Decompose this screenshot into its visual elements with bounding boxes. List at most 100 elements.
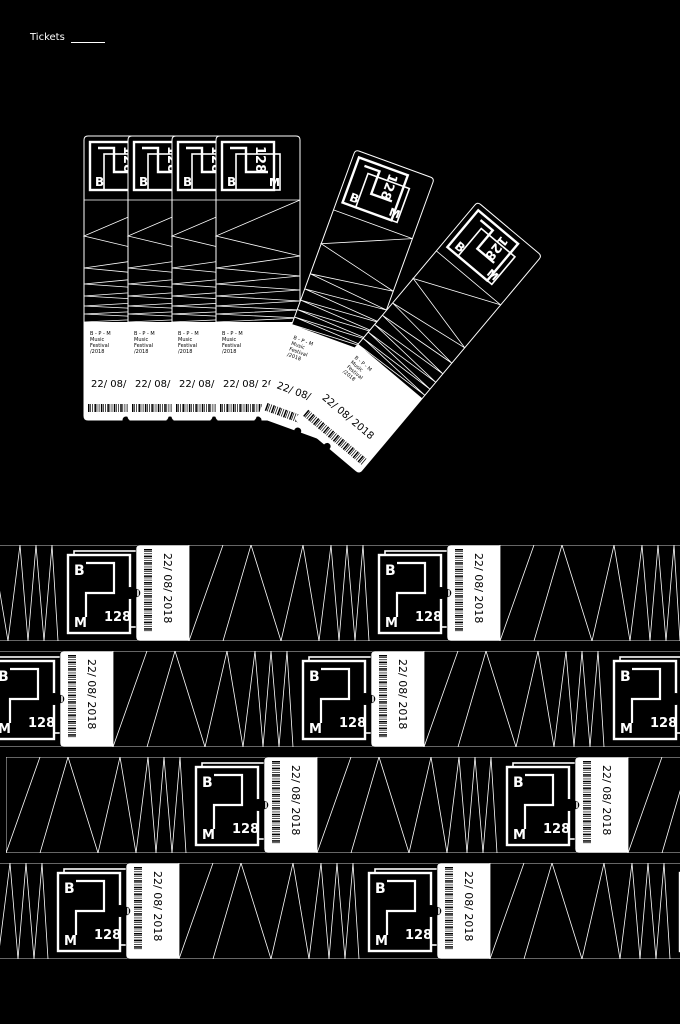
zigzag-pattern (291, 209, 413, 358)
barcode (303, 409, 367, 465)
logo-letter-m: M (0, 722, 11, 737)
svg-text:B - P - M: B - P - M (222, 331, 243, 337)
logo-letter-m: M (385, 616, 398, 631)
punch-hole (124, 587, 136, 599)
svg-text:Music: Music (134, 337, 148, 343)
bpm-logo: B M 128 (66, 550, 139, 635)
ticket-date: 22/ 08/ 2018 (85, 659, 98, 729)
logo-letter-b: B (74, 563, 85, 579)
punch-hole (359, 693, 371, 705)
ticket-date: 22/ 08/ 2018 (462, 871, 475, 941)
svg-text:/2018: /2018 (90, 349, 104, 355)
svg-text:Festival: Festival (178, 343, 197, 349)
zigzag-pattern (0, 863, 49, 959)
barcode (445, 867, 453, 950)
logo-letter-b: B (620, 669, 631, 685)
ticket-code: 128 (104, 610, 131, 625)
svg-text:Festival: Festival (90, 343, 109, 349)
svg-text:Music: Music (178, 337, 192, 343)
page-title: Tickets (30, 32, 65, 43)
ticket-date: 22/ 08/ 2018 (600, 765, 613, 835)
zigzag-pattern (489, 863, 671, 959)
zigzag-pattern (627, 757, 680, 853)
title-underline (71, 42, 105, 43)
logo-letter-b: B (375, 881, 386, 897)
barcode (134, 867, 142, 950)
logo-letter-m: M (74, 616, 87, 631)
zigzag-pattern (6, 757, 187, 853)
svg-text:/2018: /2018 (134, 349, 148, 355)
ticket-code: 128 (543, 822, 570, 837)
ticket-code: 128 (650, 716, 677, 731)
zigzag-pattern (112, 651, 294, 747)
zigzag-pattern (214, 199, 301, 327)
logo-letter-b: B (513, 775, 524, 791)
logo-letter-b: B (0, 669, 9, 685)
logo-letter-b: B (183, 175, 192, 189)
ticket-date: 22/ 08/ 2018 (396, 659, 409, 729)
punch-hole (670, 693, 680, 705)
zigzag-pattern (357, 250, 501, 402)
svg-text:/2018: /2018 (286, 352, 302, 363)
logo-letter-m: M (387, 205, 402, 221)
ticket-date: 22/ 08/ 2018 (472, 553, 485, 623)
svg-text:Music: Music (90, 337, 104, 343)
ticket-code: 128 (415, 610, 442, 625)
zigzag-pattern (82, 199, 169, 327)
logo-letter-m: M (202, 828, 215, 843)
svg-text:/2018: /2018 (178, 349, 192, 355)
punch-hole (563, 799, 575, 811)
ticket-date: 22/ 08/ 2018 (161, 553, 174, 623)
barcode (272, 761, 280, 844)
ticket-date: 22/ 08/ 2018 (151, 871, 164, 941)
zigzag-pattern (423, 651, 605, 747)
zigzag-pattern (126, 199, 213, 327)
logo-letter-b: B (64, 881, 75, 897)
logo-letter-b: B (95, 175, 104, 189)
ticket-date: 22/ 08/ 2018 (179, 379, 243, 390)
svg-text:Music: Music (290, 341, 306, 352)
punch-hole (48, 693, 60, 705)
logo-letter-b: B (309, 669, 320, 685)
svg-text:/2018: /2018 (222, 349, 236, 355)
barcode (68, 655, 76, 738)
logo-letter-m: M (269, 176, 280, 189)
barcode (144, 549, 152, 632)
svg-text:B - P - M: B - P - M (134, 331, 155, 337)
punch-hole (435, 587, 447, 599)
logo-letter-m: M (375, 934, 388, 949)
ticket-date: 22/ 08/ 2018 (91, 379, 155, 390)
punch-hole (252, 799, 264, 811)
punch-hole (114, 905, 126, 917)
barcode (455, 549, 463, 632)
ticket-date: 22/ 08/ 2018 (135, 379, 199, 390)
logo-letter-m: M (620, 722, 633, 737)
logo-letter-b: B (139, 175, 148, 189)
ticket-code: 128 (232, 822, 259, 837)
barcode (583, 761, 591, 844)
